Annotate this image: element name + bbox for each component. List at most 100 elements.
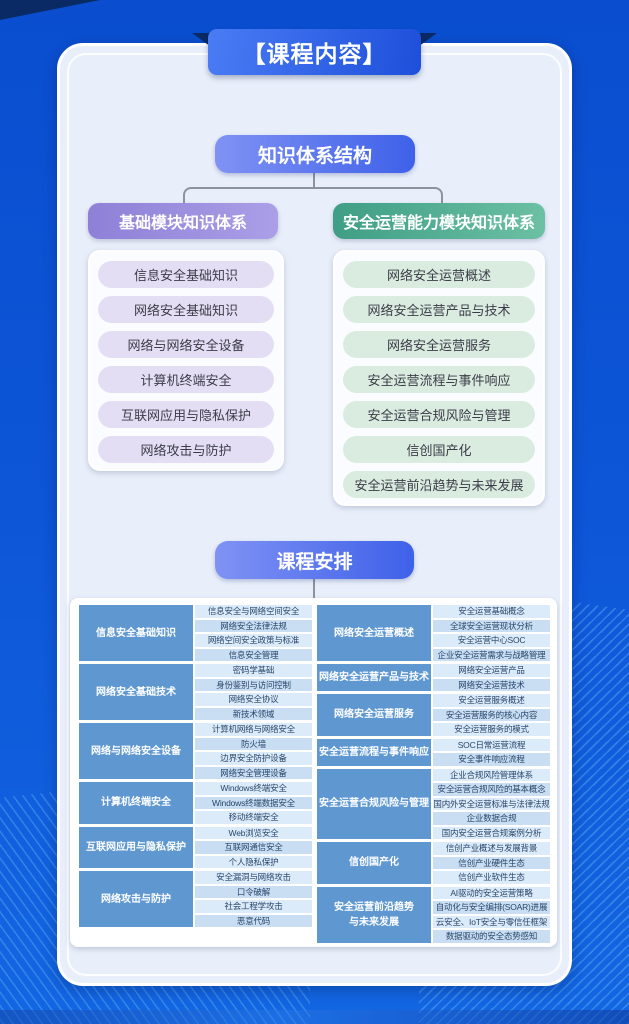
- knowledge-item: 信创国产化: [343, 436, 535, 463]
- topic-cell: 安全运营服务概述: [433, 694, 550, 707]
- topic-cell: 信创产业软件生态: [433, 871, 550, 884]
- topic-cell: 信息安全与网络空间安全: [195, 605, 312, 618]
- category-cell: 安全运营流程与事件响应: [317, 738, 431, 766]
- topic-list: SOC日常运营流程安全事件响应流程: [433, 738, 550, 766]
- topic-cell: 安全事件响应流程: [433, 753, 550, 766]
- knowledge-item: 信息安全基础知识: [98, 261, 274, 288]
- category-cell: 安全运营合规风险与管理: [317, 768, 431, 839]
- knowledge-item: 计算机终端安全: [98, 366, 274, 393]
- topic-list: 计算机网络与网络安全防火墙边界安全防护设备网络安全管理设备: [195, 723, 312, 779]
- schedule-group: 信创国产化信创产业概述与发展背景信创产业硬件生态信创产业软件生态: [317, 842, 550, 884]
- topic-cell: 安全运营服务的模式: [433, 723, 550, 736]
- category-cell: 网络与网络安全设备: [79, 723, 193, 779]
- topic-list: AI驱动的安全运营策略自动化与安全编排(SOAR)进展云安全、IoT安全与零信任…: [433, 886, 550, 943]
- topic-cell: 安全运营基础概念: [433, 605, 550, 618]
- schedule-column-left: 信息安全基础知识信息安全与网络空间安全网络安全法律法规网络空间安全政策与标准信息…: [79, 605, 312, 927]
- topic-cell: 新技术领域: [195, 707, 312, 720]
- knowledge-item: 安全运营流程与事件响应: [343, 366, 535, 393]
- topic-cell: 互联网通信安全: [195, 841, 312, 854]
- topic-cell: Windows终端安全: [195, 782, 312, 795]
- knowledge-item: 网络安全运营概述: [343, 261, 535, 288]
- schedule-group: 网络攻击与防护安全漏洞与网络攻击口令破解社会工程学攻击恶意代码: [79, 871, 312, 927]
- connector-stub-top: [313, 172, 315, 187]
- topic-cell: 安全运营合规风险的基本概念: [433, 783, 550, 796]
- topic-list: 安全运营服务概述安全运营服务的核心内容安全运营服务的模式: [433, 694, 550, 736]
- category-cell: 计算机终端安全: [79, 782, 193, 824]
- schedule-group: 网络与网络安全设备计算机网络与网络安全防火墙边界安全防护设备网络安全管理设备: [79, 723, 312, 779]
- topic-cell: 边界安全防护设备: [195, 752, 312, 765]
- topic-cell: 云安全、IoT安全与零信任框架: [433, 915, 550, 928]
- corner-wedge-decoration: [0, 0, 100, 20]
- schedule-table: 信息安全基础知识信息安全与网络空间安全网络安全法律法规网络空间安全政策与标准信息…: [70, 598, 557, 947]
- schedule-group: 网络安全运营产品与技术网络安全运营产品网络安全运营技术: [317, 664, 550, 691]
- topic-cell: 网络安全运营技术: [433, 678, 550, 691]
- topic-cell: 网络空间安全政策与标准: [195, 634, 312, 647]
- topic-list: Web浏览安全互联网通信安全个人隐私保护: [195, 826, 312, 868]
- schedule-group: 网络安全基础技术密码学基础身份鉴别与访问控制网络安全协议新技术领域: [79, 664, 312, 720]
- topic-cell: Windows终端数据安全: [195, 796, 312, 809]
- topic-cell: SOC日常运营流程: [433, 738, 550, 751]
- topic-cell: AI驱动的安全运营策略: [433, 886, 550, 899]
- topic-cell: 企业合规风险管理体系: [433, 768, 550, 781]
- topic-cell: 网络安全法律法规: [195, 619, 312, 632]
- topic-cell: 数据驱动的安全态势感知: [433, 930, 550, 943]
- topic-cell: 密码学基础: [195, 664, 312, 677]
- topic-list: 安全漏洞与网络攻击口令破解社会工程学攻击恶意代码: [195, 871, 312, 927]
- topic-cell: 移动终端安全: [195, 811, 312, 824]
- topic-cell: 网络安全运营产品: [433, 664, 550, 677]
- topic-list: 密码学基础身份鉴别与访问控制网络安全协议新技术领域: [195, 664, 312, 720]
- topic-cell: 全球安全运营现状分析: [433, 619, 550, 632]
- knowledge-item: 互联网应用与隐私保护: [98, 401, 274, 428]
- category-cell: 网络安全运营服务: [317, 694, 431, 736]
- topic-cell: 个人隐私保护: [195, 855, 312, 868]
- basic-knowledge-list: 信息安全基础知识网络安全基础知识网络与网络安全设备计算机终端安全互联网应用与隐私…: [88, 250, 284, 471]
- knowledge-item: 网络与网络安全设备: [98, 331, 274, 358]
- topic-list: 信创产业概述与发展背景信创产业硬件生态信创产业软件生态: [433, 842, 550, 884]
- topic-cell: 身份鉴别与访问控制: [195, 678, 312, 691]
- topic-list: 信息安全与网络空间安全网络安全法律法规网络空间安全政策与标准信息安全管理: [195, 605, 312, 661]
- category-cell: 信息安全基础知识: [79, 605, 193, 661]
- knowledge-item: 网络安全运营产品与技术: [343, 296, 535, 323]
- topic-cell: 社会工程学攻击: [195, 900, 312, 913]
- knowledge-item: 网络攻击与防护: [98, 436, 274, 463]
- topic-cell: 信创产业概述与发展背景: [433, 842, 550, 855]
- schedule-header: 课程安排: [215, 541, 414, 579]
- topic-cell: 安全运营中心SOC: [433, 634, 550, 647]
- topic-cell: 企业数据合规: [433, 812, 550, 825]
- topic-cell: 企业安全运营需求与战略管理: [433, 648, 550, 661]
- topic-cell: 国内安全运营合规案例分析: [433, 826, 550, 839]
- topic-list: 企业合规风险管理体系安全运营合规风险的基本概念国内外安全运营标准与法律法规企业数…: [433, 768, 550, 839]
- connector-stub-schedule: [313, 578, 315, 599]
- topic-cell: 安全漏洞与网络攻击: [195, 871, 312, 884]
- topic-cell: Web浏览安全: [195, 826, 312, 839]
- category-cell: 网络安全运营概述: [317, 605, 431, 661]
- topic-cell: 网络安全协议: [195, 693, 312, 706]
- topic-cell: 国内外安全运营标准与法律法规: [433, 797, 550, 810]
- topic-cell: 自动化与安全编排(SOAR)进展: [433, 901, 550, 914]
- schedule-group: 安全运营合规风险与管理企业合规风险管理体系安全运营合规风险的基本概念国内外安全运…: [317, 768, 550, 839]
- schedule-group: 信息安全基础知识信息安全与网络空间安全网络安全法律法规网络空间安全政策与标准信息…: [79, 605, 312, 661]
- category-cell: 网络攻击与防护: [79, 871, 193, 927]
- topic-cell: 计算机网络与网络安全: [195, 723, 312, 736]
- topic-list: 网络安全运营产品网络安全运营技术: [433, 664, 550, 691]
- category-cell: 信创国产化: [317, 842, 431, 884]
- topic-cell: 安全运营服务的核心内容: [433, 708, 550, 721]
- connector-rail: [183, 187, 443, 209]
- knowledge-item: 安全运营合规风险与管理: [343, 401, 535, 428]
- category-cell: 网络安全基础技术: [79, 664, 193, 720]
- topic-cell: 恶意代码: [195, 914, 312, 927]
- topic-cell: 信息安全管理: [195, 648, 312, 661]
- bottom-strip-decoration: [0, 1010, 629, 1024]
- topic-cell: 口令破解: [195, 885, 312, 898]
- topic-cell: 信创产业硬件生态: [433, 856, 550, 869]
- poster-title: 【课程内容】: [208, 29, 421, 75]
- topic-cell: 网络安全管理设备: [195, 766, 312, 779]
